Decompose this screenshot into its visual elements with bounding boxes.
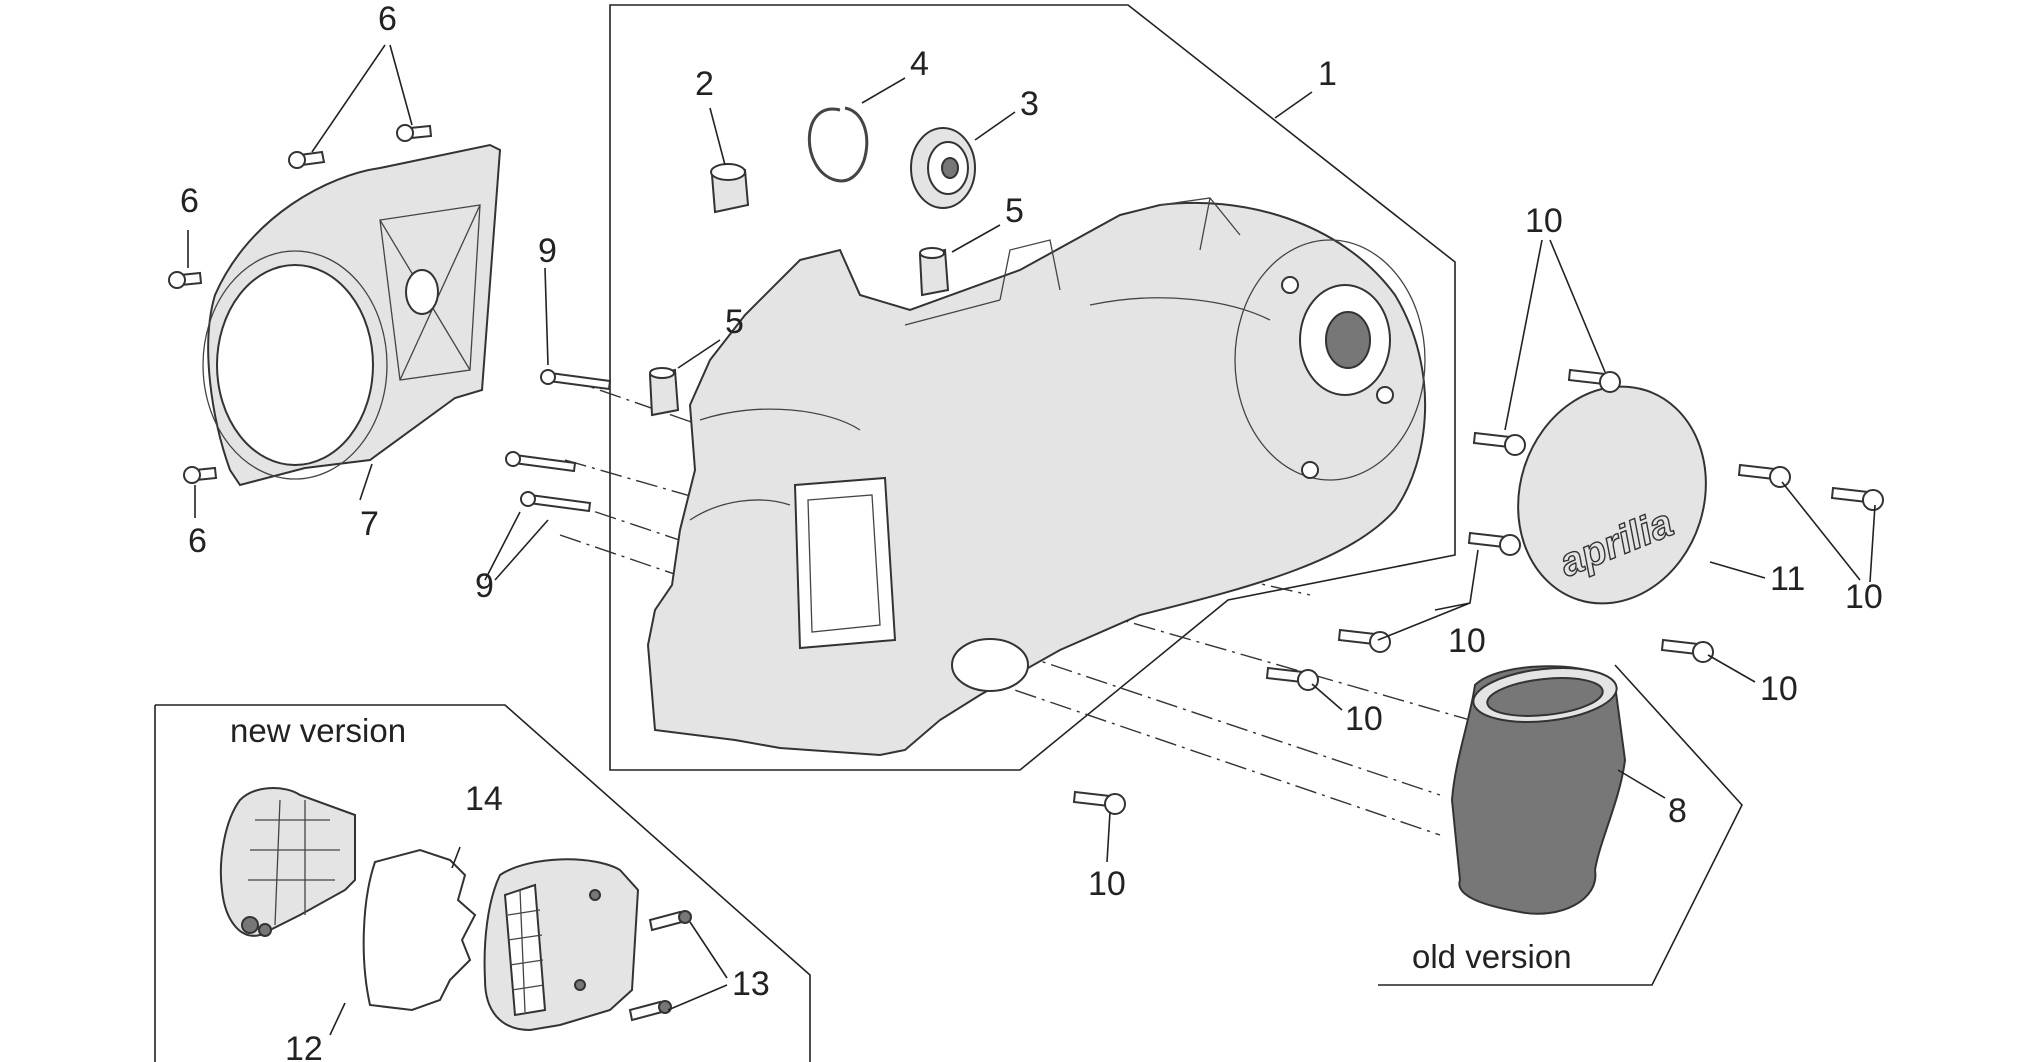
screw-9-group xyxy=(505,369,612,513)
callout-9b: 9 xyxy=(475,567,494,605)
cover-disc-part-11: aprilia xyxy=(1517,385,1707,605)
callout-8: 8 xyxy=(1668,792,1687,830)
old-version-bracket xyxy=(1378,664,1743,986)
old-version-caption: old version xyxy=(1412,938,1572,975)
dowel-pin-5-group xyxy=(648,247,950,417)
air-duct-part-8 xyxy=(1450,665,1627,915)
screw-10-group xyxy=(1072,368,1884,815)
callout-6c: 6 xyxy=(188,522,207,560)
callout-6a: 6 xyxy=(378,0,397,38)
callout-14: 14 xyxy=(465,780,503,818)
screw-6-group xyxy=(168,124,433,484)
callout-5b: 5 xyxy=(725,303,744,341)
callout-12: 12 xyxy=(285,1030,323,1062)
belt-cover-plate xyxy=(202,143,502,487)
filter-part-14 xyxy=(362,848,477,1012)
bushing-part-2 xyxy=(710,163,750,214)
callout-10e: 10 xyxy=(1345,700,1383,738)
new-version-caption: new version xyxy=(230,712,406,749)
crankcase-cover-part-1 xyxy=(646,197,1426,757)
callout-2: 2 xyxy=(695,65,714,103)
new-version-frame xyxy=(155,704,811,1062)
screw-13-group xyxy=(628,910,692,1022)
callout-6b: 6 xyxy=(180,182,199,220)
callout-labels: 1 2 3 4 5 5 6 6 6 7 8 9 9 10 10 10 10 10… xyxy=(180,0,1883,1062)
main-group-frame xyxy=(609,4,1456,771)
callout-9a: 9 xyxy=(538,232,557,270)
callout-10c: 10 xyxy=(1448,622,1486,660)
callout-1: 1 xyxy=(1318,55,1337,93)
callout-13: 13 xyxy=(732,965,770,1003)
callout-3: 3 xyxy=(1020,85,1039,123)
leader-lines xyxy=(187,44,1876,1036)
callout-10b: 10 xyxy=(1845,578,1883,616)
callout-10d: 10 xyxy=(1760,670,1798,708)
intake-cover-part-12 xyxy=(483,858,640,1032)
callout-7: 7 xyxy=(360,505,379,543)
callout-10a: 10 xyxy=(1525,202,1563,240)
circlip-part-4 xyxy=(807,106,869,183)
intake-housing-part-12 xyxy=(219,787,356,937)
callout-4: 4 xyxy=(910,45,929,83)
bearing-part-3 xyxy=(910,127,976,209)
callout-11: 11 xyxy=(1770,560,1805,598)
callout-5a: 5 xyxy=(1005,192,1024,230)
callout-10f: 10 xyxy=(1088,865,1126,903)
